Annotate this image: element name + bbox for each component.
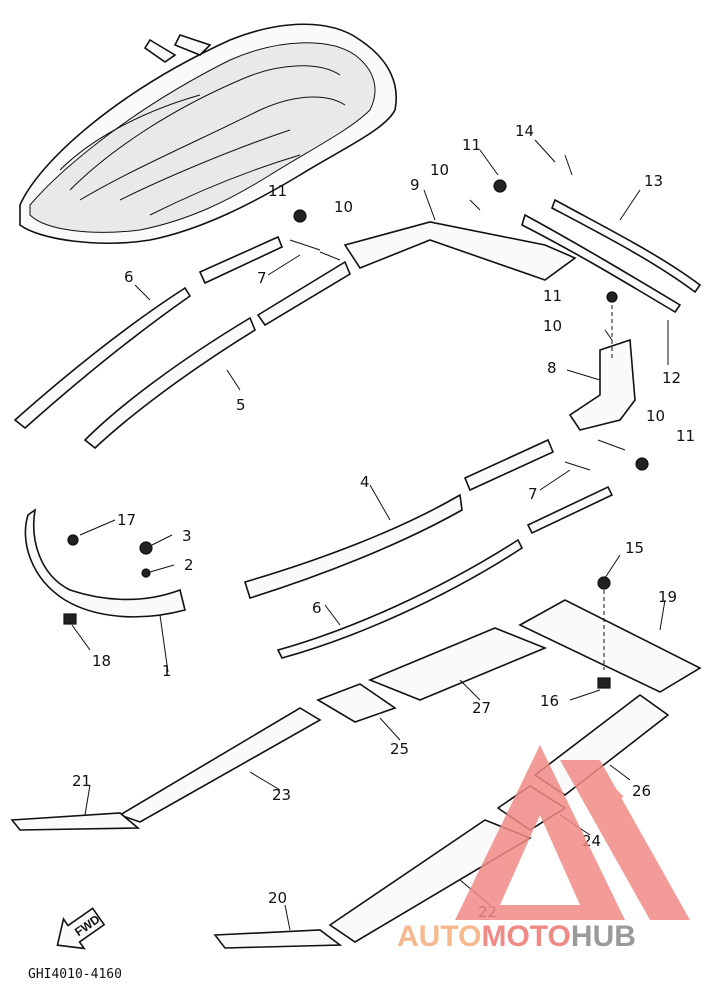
watermark-logo [455,745,690,920]
callout-6-upper: 6 [124,268,134,286]
callout-4: 4 [360,473,370,491]
watermark-auto: AUTO [397,920,481,953]
part-9-bracket [343,221,577,281]
strip-mid-a [463,438,555,492]
callout-21: 21 [72,772,91,790]
mat-21 [10,812,141,831]
callout-11-b: 11 [462,136,481,154]
callout-26: 26 [632,782,651,800]
fwd-arrow: FWD [56,907,106,950]
callout-8: 8 [547,359,557,377]
callout-6-lower: 6 [312,599,322,617]
callout-5: 5 [236,396,246,414]
callout-16: 16 [540,692,559,710]
callout-labels: 1 2 3 4 5 6 6 7 7 8 9 10 10 10 10 11 11 … [72,122,695,921]
mat-25 [316,683,397,723]
mat-20 [213,929,343,949]
callout-10-c: 10 [543,317,562,335]
callout-9: 9 [410,176,420,194]
strip-mid-b [526,485,614,535]
part-4-rail [243,493,463,600]
mat-22 [328,819,532,943]
callout-18: 18 [92,652,111,670]
mat-23 [118,707,322,823]
strip-upper-b [256,260,352,327]
diagram-code: GHI4010-4160 [28,967,122,982]
callout-25: 25 [390,740,409,758]
callout-23: 23 [272,786,291,804]
callout-10-d: 10 [646,407,665,425]
callout-3: 3 [182,527,192,545]
callout-7-lower: 7 [528,485,538,503]
callout-7-upper: 7 [257,269,267,287]
callout-10-a: 10 [334,198,353,216]
part-6-lower-rail [276,538,524,659]
fasteners [63,154,649,689]
callout-13: 13 [644,172,663,190]
part-5-rail [83,316,257,450]
watercraft-hull [19,23,397,244]
callout-11-c: 11 [543,287,562,305]
mat-19 [518,599,702,693]
part-12-rail [521,213,682,314]
callout-2: 2 [184,556,194,574]
mat-27 [367,627,548,701]
strip-upper-a [198,235,284,285]
watermark-hub: HUB [571,920,636,953]
callout-27: 27 [472,699,491,717]
callout-20: 20 [268,889,287,907]
callout-11-a: 11 [268,182,287,200]
watermark-moto: MOTO [481,920,570,953]
callout-15: 15 [625,539,644,557]
callout-17: 17 [117,511,136,529]
part-8-bracket [568,338,636,431]
callout-1: 1 [162,662,172,680]
part-1-bracket [24,508,186,618]
part-13-rail [551,198,702,294]
callout-11-d: 11 [676,427,695,445]
callout-12: 12 [662,369,681,387]
watermark-triangle [455,745,625,920]
callout-10-b: 10 [430,161,449,179]
part-6-upper-rail [13,286,192,430]
callout-14: 14 [515,122,534,140]
svg-text:AUTOMOTOHUB: AUTOMOTOHUB [397,920,636,953]
callout-19: 19 [658,588,677,606]
